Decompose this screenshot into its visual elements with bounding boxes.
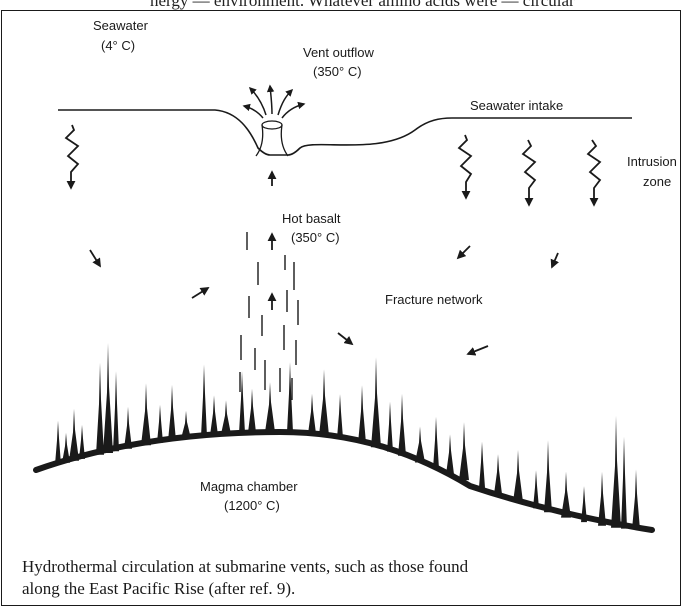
magma-spike [621, 437, 627, 529]
magma-spike [358, 385, 366, 443]
magma-spike [533, 470, 539, 508]
magma-spike [415, 426, 425, 462]
magma-spike [210, 395, 218, 435]
magma-spike [157, 405, 163, 443]
magma-spike [479, 442, 485, 488]
magma-spike [561, 472, 571, 518]
vent-outflow-arrows [244, 86, 304, 118]
seafloor-line [58, 110, 632, 155]
intake-arrows [66, 125, 600, 205]
magma-spike [124, 407, 132, 449]
label-vent-outflow: Vent outflow [303, 45, 374, 60]
label-seawater-intake: Seawater intake [470, 98, 563, 113]
magma-spike [181, 411, 191, 439]
magma-spike [581, 486, 587, 522]
magma-spike [387, 402, 393, 452]
magma-spike [371, 357, 381, 447]
label-basalt-temp: (350° C) [291, 230, 340, 245]
magma-spike [141, 383, 151, 445]
caption-line-1: Hydrothermal circulation at submarine ve… [22, 556, 672, 578]
magma-spike [308, 394, 316, 434]
fracture-arrows [90, 246, 558, 354]
label-zone: zone [643, 174, 671, 189]
magma-spike [319, 369, 329, 435]
label-seawater-temp: (4° C) [101, 38, 135, 53]
magma-spike [337, 394, 343, 438]
magma-spike [494, 454, 502, 494]
magma-spike [103, 343, 113, 453]
label-hot-basalt: Hot basalt [282, 211, 341, 226]
magma-spike [221, 400, 231, 434]
label-fracture-network: Fracture network [385, 292, 483, 307]
magma-spike [398, 394, 406, 456]
label-vent-temp: (350° C) [313, 64, 362, 79]
magma-spike [62, 433, 70, 463]
magma-spike [459, 422, 469, 480]
magma-spike [69, 409, 79, 461]
label-magma-temp: (1200° C) [224, 498, 280, 513]
magma-spike [265, 382, 275, 432]
magma-spike [113, 371, 119, 451]
label-seawater: Seawater [93, 18, 149, 33]
figure-caption: Hydrothermal circulation at submarine ve… [22, 556, 672, 600]
label-intrusion: Intrusion [627, 154, 677, 169]
magma-spike [611, 416, 621, 528]
magma-spike [598, 472, 606, 526]
magma-spike [55, 421, 61, 465]
magma-spike [168, 385, 176, 441]
label-magma-chamber: Magma chamber [200, 479, 298, 494]
basalt-dikes [240, 232, 298, 400]
magma-spike [79, 425, 85, 459]
magma-spike [201, 364, 207, 436]
caption-line-2: along the East Pacific Rise (after ref. … [22, 578, 672, 600]
magma-spike [632, 470, 640, 530]
magma-spike [96, 363, 104, 455]
magma-spike [513, 450, 523, 502]
magma-spike [544, 440, 552, 512]
magma-spike [446, 434, 454, 474]
magma-spike [433, 417, 439, 469]
magma-spike [248, 389, 256, 433]
